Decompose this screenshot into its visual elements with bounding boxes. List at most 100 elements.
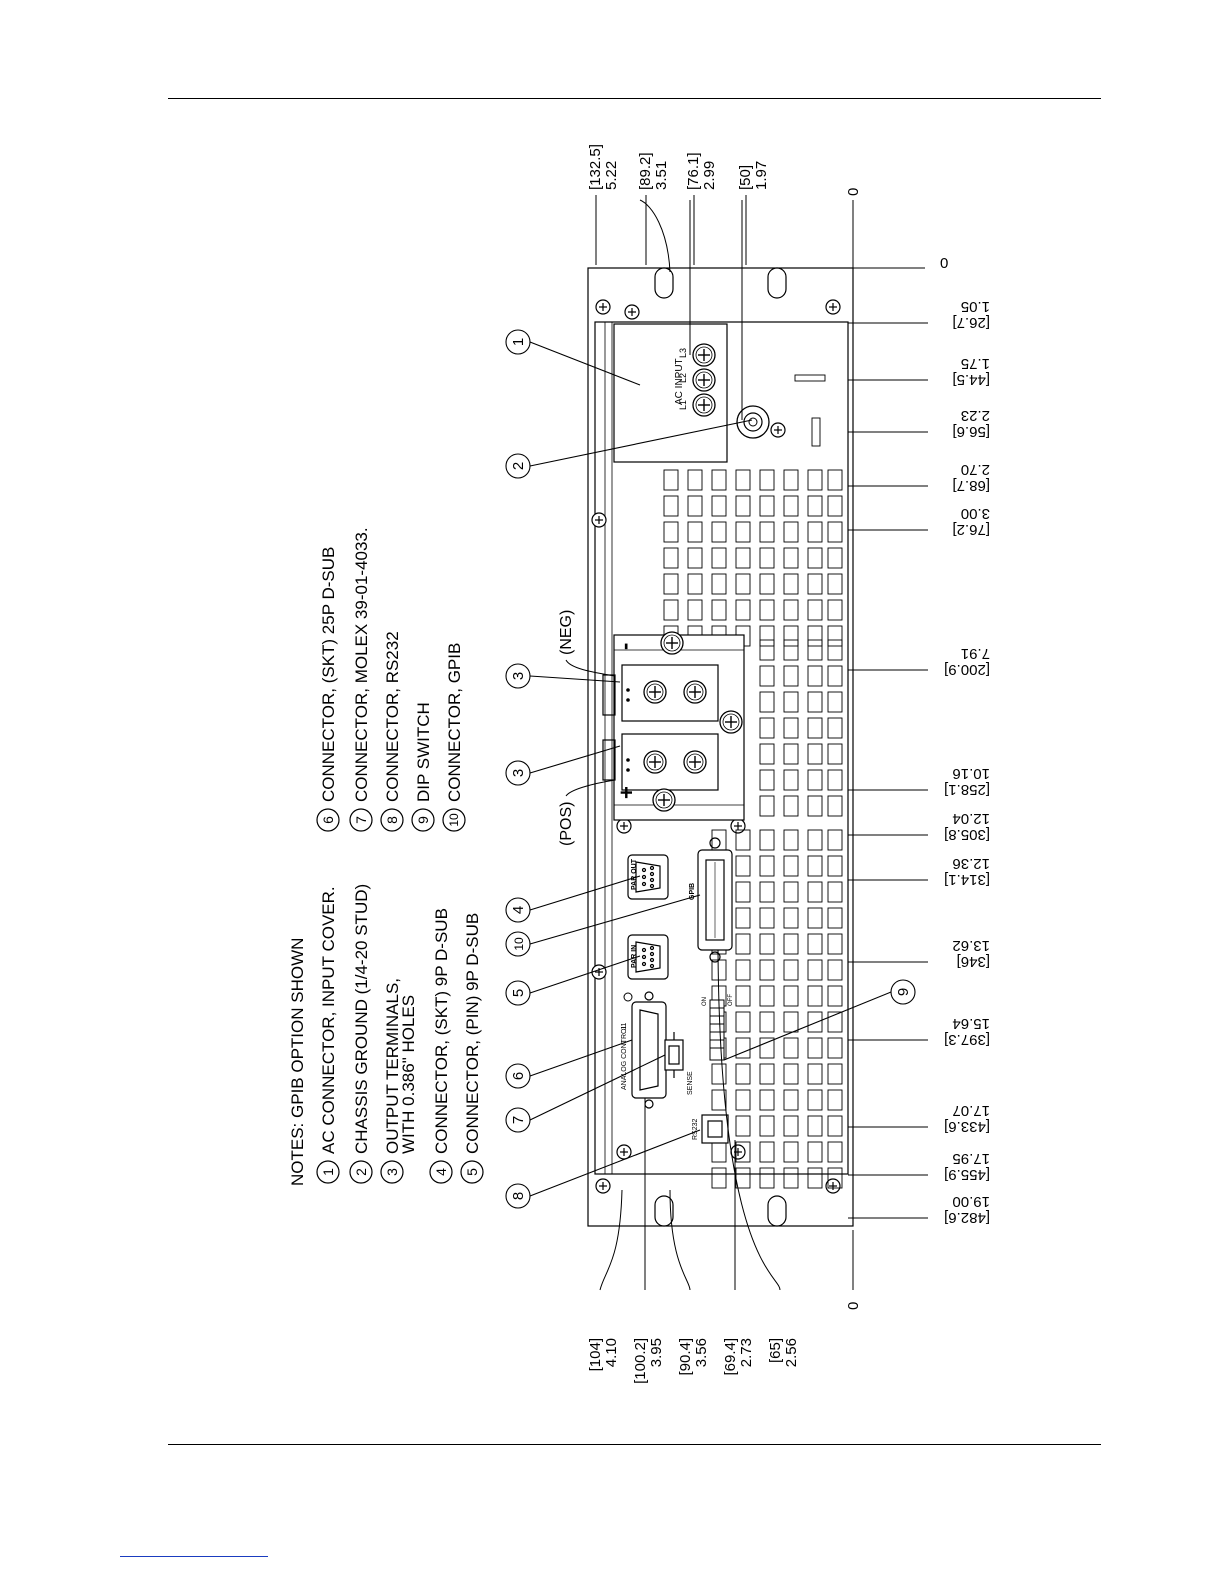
vent-slot	[759, 1089, 775, 1111]
vent-slot	[759, 495, 775, 517]
callout-number: 7	[510, 1116, 527, 1124]
gpib-connector	[697, 837, 733, 963]
dimension-extension	[717, 949, 781, 1291]
neg-terminal-screw	[643, 680, 667, 704]
vent-slot	[807, 547, 823, 569]
callout-leader	[723, 991, 892, 1061]
corner-screw	[595, 299, 611, 315]
note-1-bubble	[316, 1160, 340, 1184]
vent-slot	[783, 665, 799, 687]
note-5-number: 5	[464, 1168, 480, 1176]
header-rule	[168, 98, 1101, 99]
vent-slot	[735, 881, 751, 903]
footer-link-underline[interactable]	[120, 1556, 268, 1557]
vent-slot	[783, 829, 799, 851]
vent-slot	[735, 1037, 751, 1059]
dimension-inch: 7.91	[961, 645, 990, 662]
pos-label: (POS)	[558, 802, 575, 846]
vent-slot	[807, 573, 823, 595]
note-2-text: CHASSIS GROUND (1/4-20 STUD)	[352, 884, 371, 1154]
vent-slot	[827, 881, 843, 903]
dimension-inch: 17.07	[952, 1102, 990, 1119]
vent-slot	[807, 1089, 823, 1111]
vent-slot	[783, 1167, 799, 1189]
note-3-number: 3	[384, 1168, 400, 1176]
callout-number: 9	[895, 988, 912, 996]
l1-label: L1	[678, 400, 688, 410]
pos-terminal-screw	[683, 750, 707, 774]
vent-slot	[735, 573, 751, 595]
vent-slot	[783, 1037, 799, 1059]
callout-number: 6	[510, 1072, 527, 1080]
dimension-inch: 12.36	[952, 855, 990, 872]
vent-slot	[807, 639, 823, 661]
vent-slot	[783, 1115, 799, 1137]
callout-number: 3	[510, 672, 527, 680]
dimension-mm: [26.7]	[952, 314, 990, 331]
callout-number: 5	[510, 989, 527, 997]
vent-slot	[759, 985, 775, 1007]
rs232-connector	[701, 1114, 729, 1144]
vent-slot	[783, 907, 799, 929]
mount-slot	[767, 267, 787, 299]
vent-slot	[759, 1037, 775, 1059]
dimension-mm: [200.9]	[944, 661, 990, 678]
dimension-extension	[599, 1189, 623, 1291]
vent-slot	[807, 1063, 823, 1085]
panel-screw	[730, 818, 746, 834]
vent-slot	[759, 855, 775, 877]
vent-slot	[735, 521, 751, 543]
vent-slot	[759, 795, 775, 817]
vent-slot	[735, 1089, 751, 1111]
vent-slot	[783, 933, 799, 955]
dimension-right: [397.3]15.64	[944, 1015, 990, 1048]
dimension-mm: [90.4]	[677, 1338, 694, 1376]
dimension-top: [89.2]3.51	[637, 152, 670, 190]
note-7-number: 7	[353, 816, 369, 824]
callout-leader	[529, 875, 641, 911]
vent-slot	[807, 855, 823, 877]
dimension-inch: 1.75	[961, 355, 990, 372]
dimension-inch: 1.97	[753, 161, 770, 190]
rs232-label: RS232	[692, 1118, 699, 1140]
callout-bubble	[890, 979, 916, 1005]
vent-slot	[759, 665, 775, 687]
ac-input-cover	[613, 323, 728, 463]
vent-slot	[759, 691, 775, 713]
vent-slot	[735, 985, 751, 1007]
panel-body	[594, 321, 849, 1175]
dimension-right: [305.8]12.04	[944, 810, 990, 843]
panel-screw	[616, 818, 632, 834]
vent-slot	[807, 743, 823, 765]
vent-slot	[711, 599, 727, 621]
callout-bubble	[505, 1107, 531, 1133]
dimension-inch: 3.51	[653, 161, 670, 190]
gpib-label: GPIB	[689, 883, 696, 900]
note-4-text: CONNECTOR, (SKT) 9P D-SUB	[432, 908, 451, 1154]
note-item-8: 8 CONNECTOR, RS232	[380, 631, 404, 832]
dimension-right: [76.2]3.00	[952, 505, 990, 538]
dimension-inch: 19.00	[952, 1193, 990, 1210]
sense-connector	[664, 1032, 684, 1078]
vent-slot	[711, 1089, 727, 1111]
vent-slot	[759, 625, 775, 647]
vent-slot	[663, 469, 679, 491]
vent-slot	[783, 1011, 799, 1033]
dimension-right: [455.9]17.95	[944, 1150, 990, 1183]
l3-label: L3	[678, 348, 688, 358]
note-2-number: 2	[353, 1168, 369, 1176]
vent-slot	[807, 795, 823, 817]
zero-label: 0	[845, 188, 862, 196]
note-5-bubble	[460, 1160, 484, 1184]
vent-slot	[735, 599, 751, 621]
vent-slot	[827, 521, 843, 543]
callout-leader	[529, 419, 753, 467]
vent-slot	[735, 959, 751, 981]
vent-slot	[759, 573, 775, 595]
chassis	[587, 267, 854, 1227]
panel-screw	[616, 1144, 632, 1160]
dimension-right: [482.6]19.00	[944, 1193, 990, 1226]
callout-bubble	[505, 1063, 531, 1089]
vent-slot	[759, 829, 775, 851]
note-item-6: 6 CONNECTOR, (SKT) 25P D-SUB	[316, 547, 340, 832]
